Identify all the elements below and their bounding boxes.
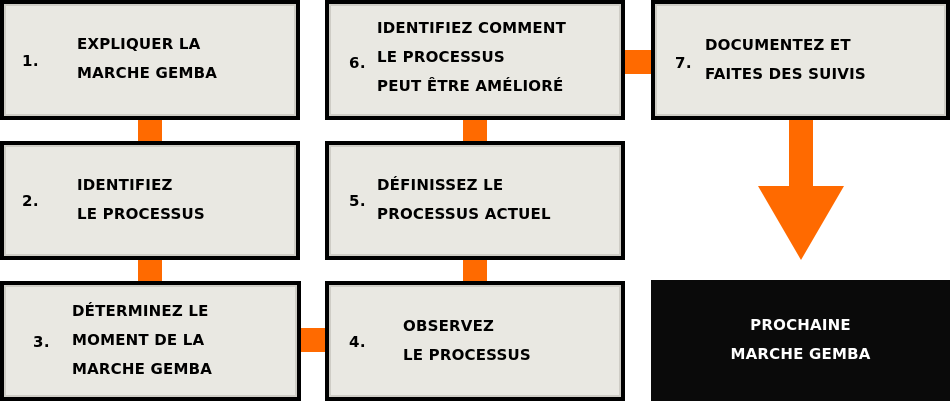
step-7-number: 7. bbox=[675, 54, 693, 72]
connector-3-4 bbox=[300, 328, 326, 352]
step-2-label: IDENTIFIEZ LE PROCESSUS bbox=[77, 176, 205, 223]
step-5-box: 5. DÉFINISSEZ LE PROCESSUS ACTUEL bbox=[325, 141, 625, 260]
connector-5-6 bbox=[463, 120, 487, 142]
step-2-box: 2. IDENTIFIEZ LE PROCESSUS bbox=[0, 141, 300, 260]
step-1-label: EXPLIQUER LA MARCHE GEMBA bbox=[77, 35, 218, 82]
next-gemba-walk-box: PROCHAINE MARCHE GEMBA bbox=[651, 280, 950, 401]
next-gemba-walk-label: PROCHAINE MARCHE GEMBA bbox=[730, 316, 871, 363]
step-4-number: 4. bbox=[349, 333, 367, 351]
step-6-label: IDENTIFIEZ COMMENT LE PROCESSUS PEUT ÊTR… bbox=[377, 19, 567, 95]
step-7-label: DOCUMENTEZ ET FAITES DES SUIVIS bbox=[705, 36, 866, 83]
step-6-number: 6. bbox=[349, 54, 367, 72]
connector-4-5 bbox=[463, 260, 487, 282]
step-4-label: OBSERVEZ LE PROCESSUS bbox=[403, 317, 531, 364]
connector-2-3 bbox=[138, 260, 162, 282]
step-3-label: DÉTERMINEZ LE MOMENT DE LA MARCHE GEMBA bbox=[72, 302, 213, 378]
step-3-number: 3. bbox=[33, 333, 51, 351]
down-arrow-icon bbox=[758, 120, 844, 260]
step-3-box: 3. DÉTERMINEZ LE MOMENT DE LA MARCHE GEM… bbox=[0, 281, 301, 401]
step-7-box: 7. DOCUMENTEZ ET FAITES DES SUIVIS bbox=[651, 0, 950, 120]
step-6-box: 6. IDENTIFIEZ COMMENT LE PROCESSUS PEUT … bbox=[325, 0, 625, 120]
step-2-number: 2. bbox=[22, 192, 40, 210]
step-5-number: 5. bbox=[349, 192, 367, 210]
step-5-label: DÉFINISSEZ LE PROCESSUS ACTUEL bbox=[377, 176, 551, 223]
step-4-box: 4. OBSERVEZ LE PROCESSUS bbox=[325, 281, 625, 401]
step-1-number: 1. bbox=[22, 52, 40, 70]
connector-6-7 bbox=[624, 50, 652, 74]
connector-1-2 bbox=[138, 120, 162, 142]
step-1-box: 1. EXPLIQUER LA MARCHE GEMBA bbox=[0, 0, 300, 120]
